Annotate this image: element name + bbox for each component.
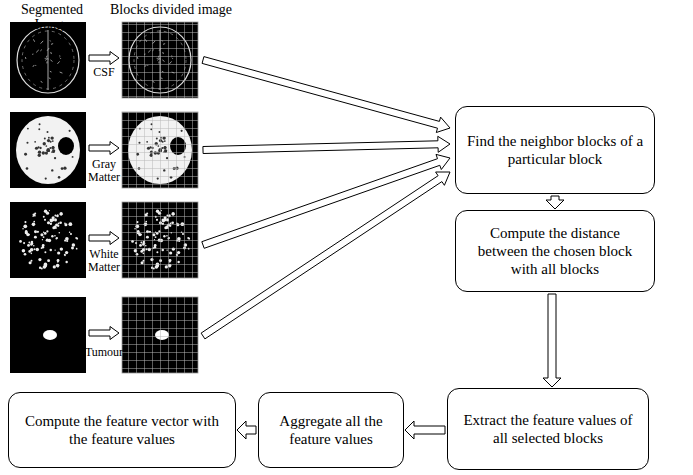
tissue-label: Gray Matter <box>82 158 126 184</box>
block-divided-image <box>122 202 198 278</box>
box-text: Aggregate all the feature values <box>267 412 395 448</box>
block-divided-image <box>122 297 198 373</box>
box-text: Compute the distance between the chosen … <box>464 224 646 278</box>
box-text: Find the neighbor blocks of a particular… <box>464 132 646 168</box>
column-heading: Blocks divided image <box>106 2 236 17</box>
converging-arrow <box>201 172 450 339</box>
small-arrow <box>89 232 119 245</box>
tissue-label: White Matter <box>82 248 126 274</box>
process-box: Compute the distance between the chosen … <box>455 210 655 292</box>
block-divided-image <box>122 112 198 188</box>
segmented-image <box>10 112 86 188</box>
small-arrow <box>89 52 119 65</box>
converging-arrow <box>202 57 450 133</box>
process-box: Extract the feature values of all select… <box>447 388 649 470</box>
process-box: Aggregate all the feature values <box>258 392 404 468</box>
tissue-label: CSF <box>84 66 124 79</box>
flow-arrow <box>546 196 564 209</box>
segmented-image <box>10 22 86 98</box>
flow-arrow <box>237 421 256 439</box>
flow-arrow <box>543 294 561 387</box>
segmented-image <box>10 202 86 278</box>
tissue-label: Tumour <box>76 346 132 359</box>
process-box: Compute the feature vector with the feat… <box>8 392 236 468</box>
converging-arrow <box>203 136 450 153</box>
column-heading: Segmented Image <box>2 2 102 33</box>
small-arrow <box>89 327 119 340</box>
block-divided-image <box>122 22 198 98</box>
segmented-image <box>10 297 86 373</box>
small-arrow <box>89 142 119 155</box>
box-text: Compute the feature vector with the feat… <box>17 412 227 448</box>
process-box: Find the neighbor blocks of a particular… <box>455 106 655 194</box>
box-text: Extract the feature values of all select… <box>456 411 640 447</box>
flow-arrow <box>405 421 445 439</box>
